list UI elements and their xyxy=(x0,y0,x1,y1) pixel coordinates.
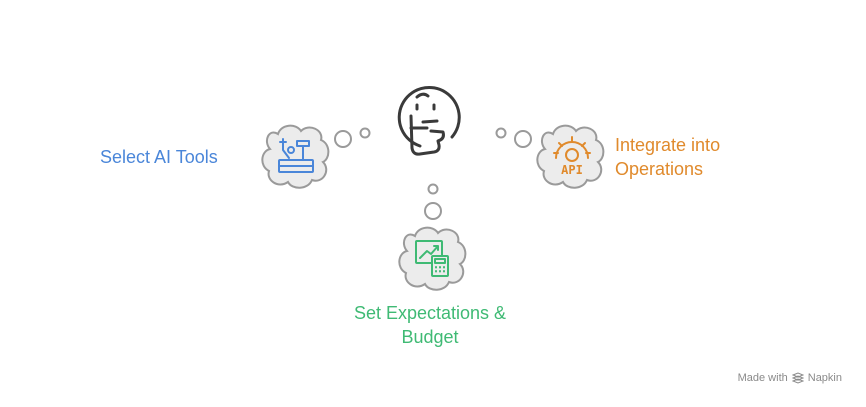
label-line: Set Expectations & xyxy=(353,303,507,323)
label-line: Select AI Tools xyxy=(100,147,218,167)
label-line: Integrate into xyxy=(615,135,721,155)
thinking-face-icon xyxy=(397,85,461,156)
watermark-prefix: Made with xyxy=(737,372,788,384)
chart-calculator-icon xyxy=(415,240,449,277)
label-integrate-into-operations: Integrate into Operations xyxy=(615,133,785,181)
cloud-left xyxy=(261,124,330,189)
cloud-right xyxy=(536,124,605,189)
thought-bubbles xyxy=(334,127,532,220)
svg-text:API: API xyxy=(561,163,583,177)
label-line: Budget xyxy=(401,327,459,347)
napkin-logo-icon xyxy=(791,372,804,384)
napkin-watermark[interactable]: Made with Napkin xyxy=(738,372,842,384)
watermark-brand: Napkin xyxy=(807,372,842,384)
api-gear-icon: API xyxy=(553,136,591,177)
label-line: Operations xyxy=(615,159,704,179)
label-select-ai-tools: Select AI Tools xyxy=(100,145,260,169)
tools-toolbox-icon xyxy=(278,138,314,173)
label-set-expectations-budget: Set Expectations & Budget xyxy=(330,301,530,349)
